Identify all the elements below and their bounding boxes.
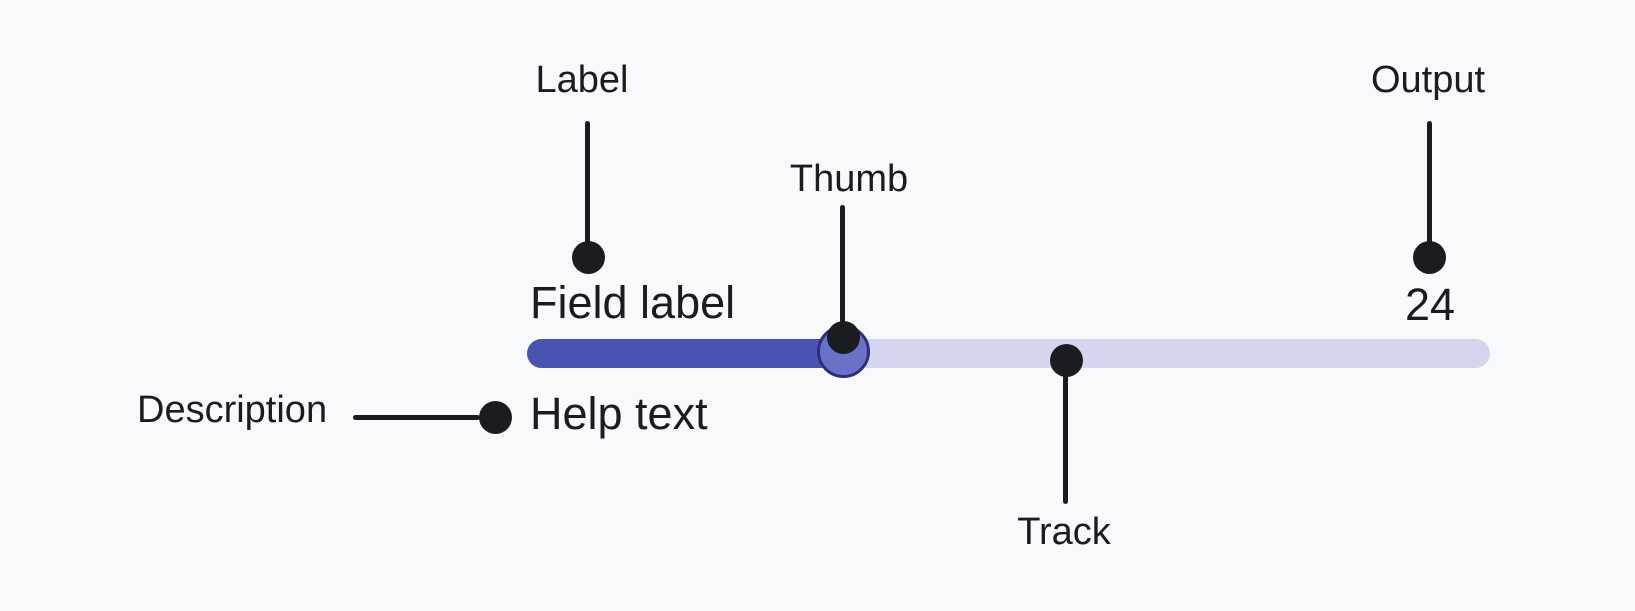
thumb-callout-line [840, 205, 845, 323]
output-value: 24 [1404, 279, 1456, 330]
field-label-text: Field label [530, 277, 736, 328]
slider-track-fill [527, 339, 845, 368]
slider-track[interactable] [527, 339, 1490, 368]
output-callout-line [1427, 121, 1432, 244]
label-annotation-text: Label [535, 59, 629, 101]
help-text: Help text [530, 388, 708, 439]
thumb-annotation-text: Thumb [789, 158, 909, 200]
description-callout-dot [479, 401, 512, 434]
description-callout-line [353, 415, 480, 420]
label-callout-dot [572, 241, 605, 274]
track-annotation-text: Track [1017, 511, 1111, 553]
track-callout-dot [1050, 344, 1083, 377]
output-annotation-text: Output [1370, 59, 1486, 101]
description-annotation-text: Description [137, 389, 328, 431]
track-callout-line [1063, 375, 1068, 504]
output-callout-dot [1413, 241, 1446, 274]
label-callout-line [585, 121, 590, 244]
thumb-callout-dot [827, 321, 860, 354]
